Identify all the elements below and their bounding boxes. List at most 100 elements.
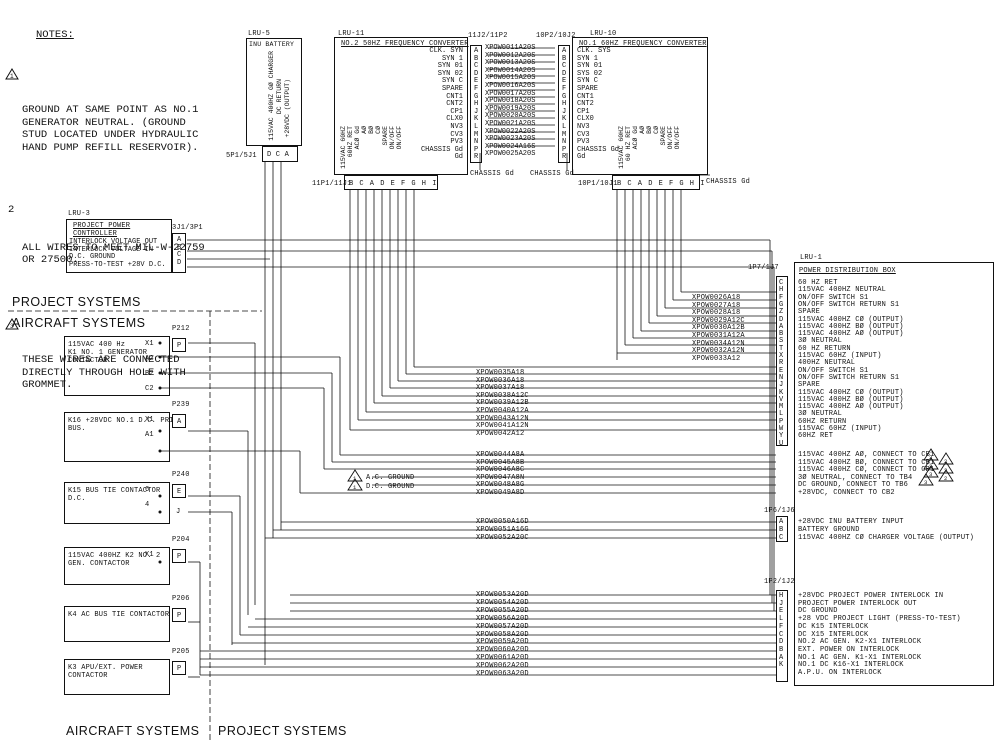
lru1-group2-label: EXT. POWER ON INTERLOCK (798, 645, 900, 654)
aircraft-box: K4 AC BUS TIE CONTACTOR (64, 606, 170, 642)
lru1-group7-label: ON/OFF SWITCH S1 (798, 366, 869, 375)
lru1-group7-pin: L (779, 410, 784, 419)
note-marker-3: 3 (10, 323, 14, 330)
lru11-wire-label: XPOW0012A20S (485, 51, 536, 60)
note-2-text: ALL WIRES TO MEET MIL-W-22759 OR 27500. (22, 241, 205, 267)
wire-label: XPOW0049A8D (476, 489, 525, 497)
lru11-pin-letter: E (474, 77, 479, 86)
cb-triangle-mark: 3 (929, 454, 932, 461)
lru11-pin-letter: A (474, 47, 479, 55)
lru1-group7-pin: V (779, 395, 784, 404)
lru11-title: NO.2 50HZ FREQUENCY CONVERTER (341, 40, 469, 48)
triangle-marker-icon: 1 (5, 67, 19, 80)
lru1-group7-pin: X (779, 352, 784, 360)
note-2: 2 ALL WIRES TO MEET MIL-W-22759 OR 27500… (6, 204, 205, 292)
ground-label: D.C. GROUND (366, 483, 415, 491)
lru11-signal: SYN 02 (437, 69, 463, 78)
wire-label: XPOW0061A20D (476, 654, 529, 663)
wire-label: XPOW0057A20D (476, 622, 529, 631)
aircraft-box: K15 BUS TIE CONTACTOR D.C. (64, 482, 170, 524)
lru11-wire-label: XPOW0011A20S (485, 44, 536, 52)
aircraft-box-title: K16 +28VDC NO.1 D.C. PRI BUS. (68, 417, 174, 433)
lru11-wire-label: XPOW0020A20S (485, 112, 536, 121)
lru10-pin-letter: K (562, 115, 567, 124)
lru1-group7-pin: K (779, 388, 784, 397)
lru3-box: PROJECT POWER CONTROLLER INTERLOCK VOLTA… (66, 219, 172, 273)
lru11-wire-label: XPOW0023A20S (485, 135, 536, 144)
aircraft-jack-letter: P (177, 665, 182, 673)
lru11-signal: SYN 1 (441, 54, 463, 63)
note-1: 1 GROUND AT SAME POINT AS NO.1 GENERATOR… (5, 67, 205, 180)
lru11-wire-label: XPOW0016A20S (485, 81, 536, 90)
wire-label: XPOW0041A12N (476, 422, 529, 431)
lru11-signal: CHASSIS Gd (420, 145, 463, 154)
lru10-signal: CNT1 (577, 92, 594, 101)
lru11-signal: SYN C (441, 77, 463, 86)
lru11-chassis: CHASSIS Gd (470, 170, 515, 178)
lru1-group7-label: 60 HZ RET (798, 279, 838, 287)
aircraft-box: K3 APU/EXT. POWER CONTACTOR (64, 659, 170, 695)
aircraft-pin-label: 6 (145, 486, 150, 494)
lru1-group7-label: 400HZ NEUTRAL (798, 359, 856, 368)
wire-label: XPOW0043A12N (476, 414, 529, 423)
lru11-signal: SPARE (441, 84, 463, 93)
wire-label: XPOW0029A12C (692, 316, 745, 325)
lru1-group7-label: 115VAC 60HZ (INPUT) (798, 352, 882, 360)
lru1-group2-pin: J (779, 599, 784, 608)
aircraft-box-jack: E (172, 484, 186, 498)
lru11-pin-letter: R (474, 153, 479, 162)
lru1-group2-label: NO.2 AC GEN. K2-X1 INTERLOCK (798, 638, 922, 647)
lru10-pin-letter: E (562, 77, 567, 86)
lru1-group6-label: BATTERY GROUND (798, 526, 860, 534)
lru10-signal: PV3 (577, 138, 590, 147)
aircraft-box-ref: P212 (172, 325, 190, 333)
cb-triangle-mark: 2 (944, 475, 947, 482)
wire-label: XPOW0036A18 (476, 376, 525, 385)
lru1-box: POWER DISTRIBUTION BOX (794, 262, 994, 686)
bottom-project-systems-label: PROJECT SYSTEMS (218, 724, 347, 738)
lru1-group7-pin: T (779, 344, 784, 353)
lru10-signal: CHASSIS Gd (577, 145, 620, 154)
lru11-wire-label: XPOW0014A20S (485, 66, 536, 75)
lru1-group7-pin: B (779, 330, 784, 339)
lru1-group7-label: ON/OFF SWITCH S1 (798, 293, 869, 302)
cb-triangle-mark: 2 (944, 458, 947, 465)
lru10-conn-bot: 10P1/10J1 (578, 180, 618, 188)
lru1-group7-pin: W (779, 425, 784, 433)
lru11-signal: CLK. SYN (429, 47, 463, 55)
lru1-group2-label: +28VDC PROJECT POWER INTERLOCK IN (798, 592, 944, 600)
lru10-signal: CNT2 (577, 100, 594, 109)
wire-label: XPOW0054A20D (476, 598, 529, 607)
aircraft-jack-letter: E (177, 488, 182, 496)
lru1-conn6-block (776, 516, 788, 542)
aircraft-jack-letter: P (177, 553, 182, 561)
lru1-group7-pin: H (779, 286, 784, 295)
aircraft-pin-label: B2 (145, 370, 154, 378)
lru1-group7-pin: J (779, 381, 784, 390)
aircraft-box-jack: P (172, 549, 186, 563)
lru11-pin-letter: C (474, 62, 479, 71)
wire-label: XPOW0052A20C (476, 534, 529, 542)
wire-label: XPOW0060A20D (476, 646, 529, 655)
lru11-pin-letter: G (474, 92, 479, 101)
project-systems-label: PROJECT SYSTEMS (12, 295, 141, 309)
lru10-pin-letter: L (562, 122, 567, 131)
lru11-pin-letter: F (474, 84, 479, 93)
wire-label: XPOW0042A12 (476, 429, 525, 438)
lru1-conn6: 1P6/1J6 (764, 507, 795, 515)
wire-label: XPOW0039A12B (476, 399, 529, 408)
lru11-wire-label: XPOW0024A16S (485, 142, 536, 151)
wire-label: XPOW0030A12B (692, 324, 745, 333)
lru10-pin-letter: H (562, 100, 567, 109)
lru10-title: NO.1 60HZ FREQUENCY CONVERTER (579, 40, 707, 48)
cb-triangle-mark: 3 (929, 471, 932, 478)
aircraft-jack-letter: A (177, 418, 182, 426)
note-marker-2: 2 (8, 204, 15, 216)
lru11-id: LRU-11 (338, 30, 365, 38)
aircraft-pin-label: X1 (145, 340, 154, 348)
wire-label: XPOW0034A12N (692, 339, 745, 348)
aircraft-pin-label: A2 (145, 355, 154, 363)
triangle-marker-icon: 3 (5, 317, 19, 330)
